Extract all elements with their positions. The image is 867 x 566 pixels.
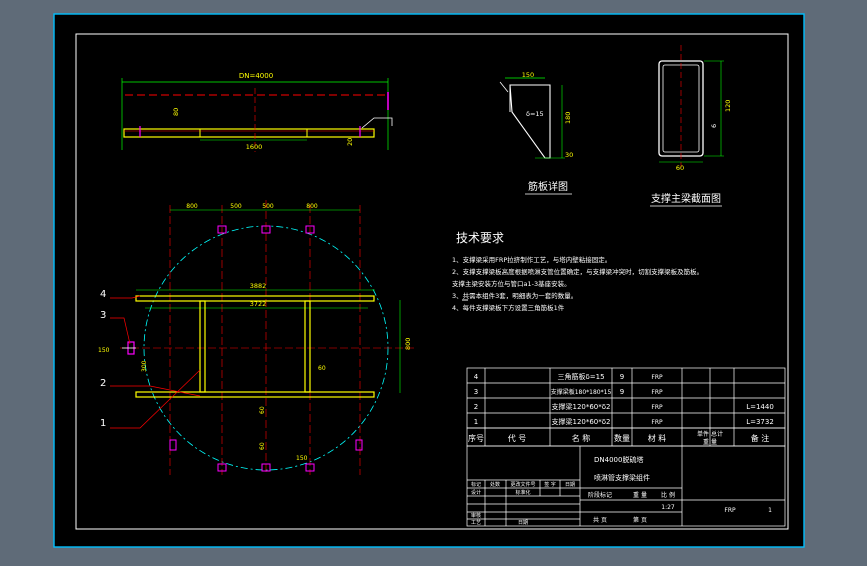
svg-text:日期: 日期 (565, 482, 575, 488)
parts-rows: 4 三角筋板δ=15 9 FRP 3 支撑梁板180*180*15 9 FRP … (468, 372, 774, 446)
svg-text:阶段标记: 阶段标记 (588, 491, 612, 499)
gusset-detail: 150 δ=15 180 30 筋板详图 (499, 71, 573, 195)
sheet-border (53, 13, 805, 548)
svg-text:支撑梁板180*180*15: 支撑梁板180*180*15 (551, 388, 612, 396)
svg-text:9: 9 (620, 388, 624, 396)
svg-text:FRP: FRP (724, 507, 736, 514)
dim-plan-bottom-a: 60 (259, 406, 266, 414)
dim-plan-bottom-c: 150 (296, 455, 308, 462)
svg-text:4: 4 (474, 373, 479, 381)
svg-text:重 量: 重 量 (633, 491, 647, 499)
plan-beam-top (135, 295, 375, 302)
dim-overall: DN=4000 (239, 72, 273, 80)
svg-text:三角筋板δ=15: 三角筋板δ=15 (557, 372, 604, 381)
top-elevation-view: DN=4000 1600 80 20 (121, 72, 393, 152)
svg-text:处数: 处数 (490, 481, 500, 488)
dim-height: 80 (172, 108, 180, 116)
dim-small: 20 (346, 138, 354, 146)
svg-text:重 量: 重 量 (703, 438, 717, 446)
plan-view: 800 500 500 800 3882 3722 150 300 800 60… (98, 200, 415, 475)
dim-plan-a: 800 (186, 203, 198, 210)
callout-4: 4 (100, 289, 106, 300)
svg-text:9: 9 (620, 373, 624, 381)
beam-section: 120 60 6 支撑主梁截面图 (650, 45, 732, 207)
dim-gusset-bottom: 30 (565, 151, 573, 159)
dim-plan-mid: 60 (318, 365, 326, 372)
project-name: DN4000脱硫塔 (594, 455, 643, 464)
dim-beam-wall: 6 (710, 124, 718, 128)
svg-text:1:27: 1:27 (661, 504, 675, 511)
tech-line-4: 3、共需本组件3套，明细表为一套的数量。 (452, 291, 577, 300)
svg-text:1: 1 (474, 418, 478, 426)
svg-text:L=3732: L=3732 (746, 418, 774, 426)
svg-text:工艺: 工艺 (471, 520, 481, 526)
dim-plan-offset: 300 (141, 360, 148, 372)
part-name: 喷淋管支撑梁组件 (594, 473, 650, 482)
svg-text:比 例: 比 例 (661, 491, 675, 499)
dim-beam-height: 120 (724, 100, 732, 112)
svg-text:日期: 日期 (518, 520, 528, 526)
svg-text:L=1440: L=1440 (746, 403, 774, 411)
svg-text:代 号: 代 号 (508, 433, 527, 443)
svg-text:序号: 序号 (468, 433, 484, 443)
svg-text:共 页: 共 页 (593, 516, 607, 524)
svg-text:备 注: 备 注 (751, 433, 770, 443)
plan-beam-bottom (135, 391, 375, 398)
label-gusset-detail: 筋板详图 (528, 180, 568, 193)
label-beam-section: 支撑主梁截面图 (651, 192, 721, 205)
svg-text:签 字: 签 字 (544, 481, 556, 488)
svg-text:材 料: 材 料 (648, 433, 667, 443)
svg-text:支撑梁120*60*δ2: 支撑梁120*60*δ2 (551, 402, 610, 411)
dim-span: 1600 (246, 143, 263, 151)
tech-heading: 技术要求 (456, 231, 504, 245)
dim-plan-c: 500 (262, 203, 274, 210)
dim-plan-long: 3882 (250, 282, 267, 290)
svg-text:FRP: FRP (651, 404, 663, 411)
svg-text:FRP: FRP (651, 389, 663, 396)
svg-text:单件 总计: 单件 总计 (697, 430, 723, 438)
tech-line-2: 2、支撑支撑梁板高度根据喷淋支管位置确定，与支撑梁冲突时，切割支撑梁板及筋板。 (452, 267, 703, 276)
technical-requirements: 技术要求 1、支撑梁采用FRP拉挤制作工艺，与塔内壁粘接固定。 2、支撑支撑梁板… (452, 231, 703, 312)
dim-plan-gap: 150 (98, 347, 110, 354)
callout-1: 1 (100, 418, 106, 429)
drawing-frame (75, 33, 789, 530)
svg-text:FRP: FRP (651, 374, 663, 381)
dim-gusset-width: 150 (522, 71, 534, 79)
svg-text:2: 2 (474, 403, 478, 411)
callout-2: 2 (100, 378, 106, 389)
svg-text:设计: 设计 (471, 489, 481, 496)
svg-text:更改文件号: 更改文件号 (510, 481, 535, 488)
tech-line-3: 支撑主梁安装方位与管口a1-3基座安装。 (452, 279, 571, 288)
title-block-text: DN4000脱硫塔 喷淋管支撑梁组件 标记 处数 更改文件号 签 字 日期 设计… (471, 455, 772, 526)
svg-text:第 页: 第 页 (633, 516, 647, 524)
dim-plan-b: 500 (230, 203, 242, 210)
dim-gusset-thickness: δ=15 (526, 110, 544, 118)
svg-text:3: 3 (474, 388, 478, 396)
dim-plan-d: 800 (306, 203, 318, 210)
tech-line-5: 4、每件支撑梁板下方设置三角筋板1件 (452, 303, 565, 312)
dim-plan-bottom-b: 60 (259, 442, 266, 450)
svg-text:数量: 数量 (614, 433, 630, 443)
title-block (466, 445, 786, 527)
svg-text:审核: 审核 (471, 512, 481, 519)
dim-beam-width: 60 (676, 164, 684, 172)
dim-gusset-height: 180 (564, 112, 572, 124)
svg-text:FRP: FRP (651, 419, 663, 426)
callout-3: 3 (100, 310, 106, 321)
dim-plan-inner: 3722 (250, 300, 267, 308)
svg-text:标记: 标记 (471, 481, 481, 488)
top-beam (123, 128, 375, 138)
svg-text:支撑梁120*60*δ2: 支撑梁120*60*δ2 (551, 417, 610, 426)
svg-text:1: 1 (768, 507, 772, 514)
dim-plan-right: 800 (404, 338, 412, 350)
svg-text:标准化: 标准化 (515, 489, 530, 496)
parts-table (466, 367, 786, 447)
svg-text:名 称: 名 称 (572, 433, 591, 443)
tech-line-1: 1、支撑梁采用FRP拉挤制作工艺，与塔内壁粘接固定。 (452, 255, 611, 264)
